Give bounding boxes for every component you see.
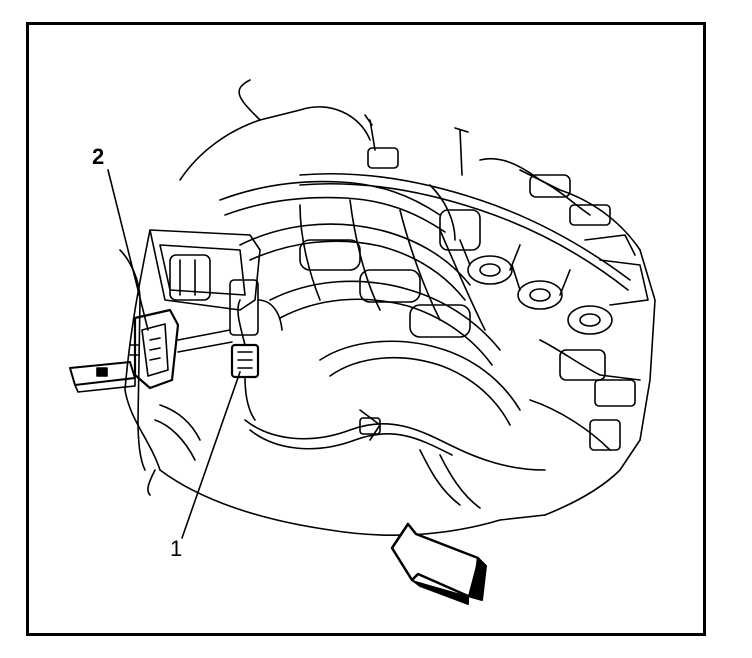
- engine-block-outline: [124, 79, 656, 537]
- top-fittings: [364, 114, 611, 251]
- leader-line-1: [181, 371, 241, 539]
- leader-lines: [107, 169, 241, 539]
- intake-manifold: [219, 180, 521, 426]
- right-side-components: [539, 234, 649, 381]
- callout-label-2: 2: [92, 144, 105, 169]
- fuel-rail: [299, 172, 631, 335]
- mount-bracket: [69, 361, 136, 393]
- connector-component-1: [230, 299, 260, 421]
- callout-label-1: 1: [170, 536, 183, 561]
- view-direction-arrow: [390, 522, 487, 605]
- throttle-body-assembly: [119, 229, 283, 471]
- leader-line-2: [107, 169, 149, 331]
- wiring-harness: [154, 379, 636, 509]
